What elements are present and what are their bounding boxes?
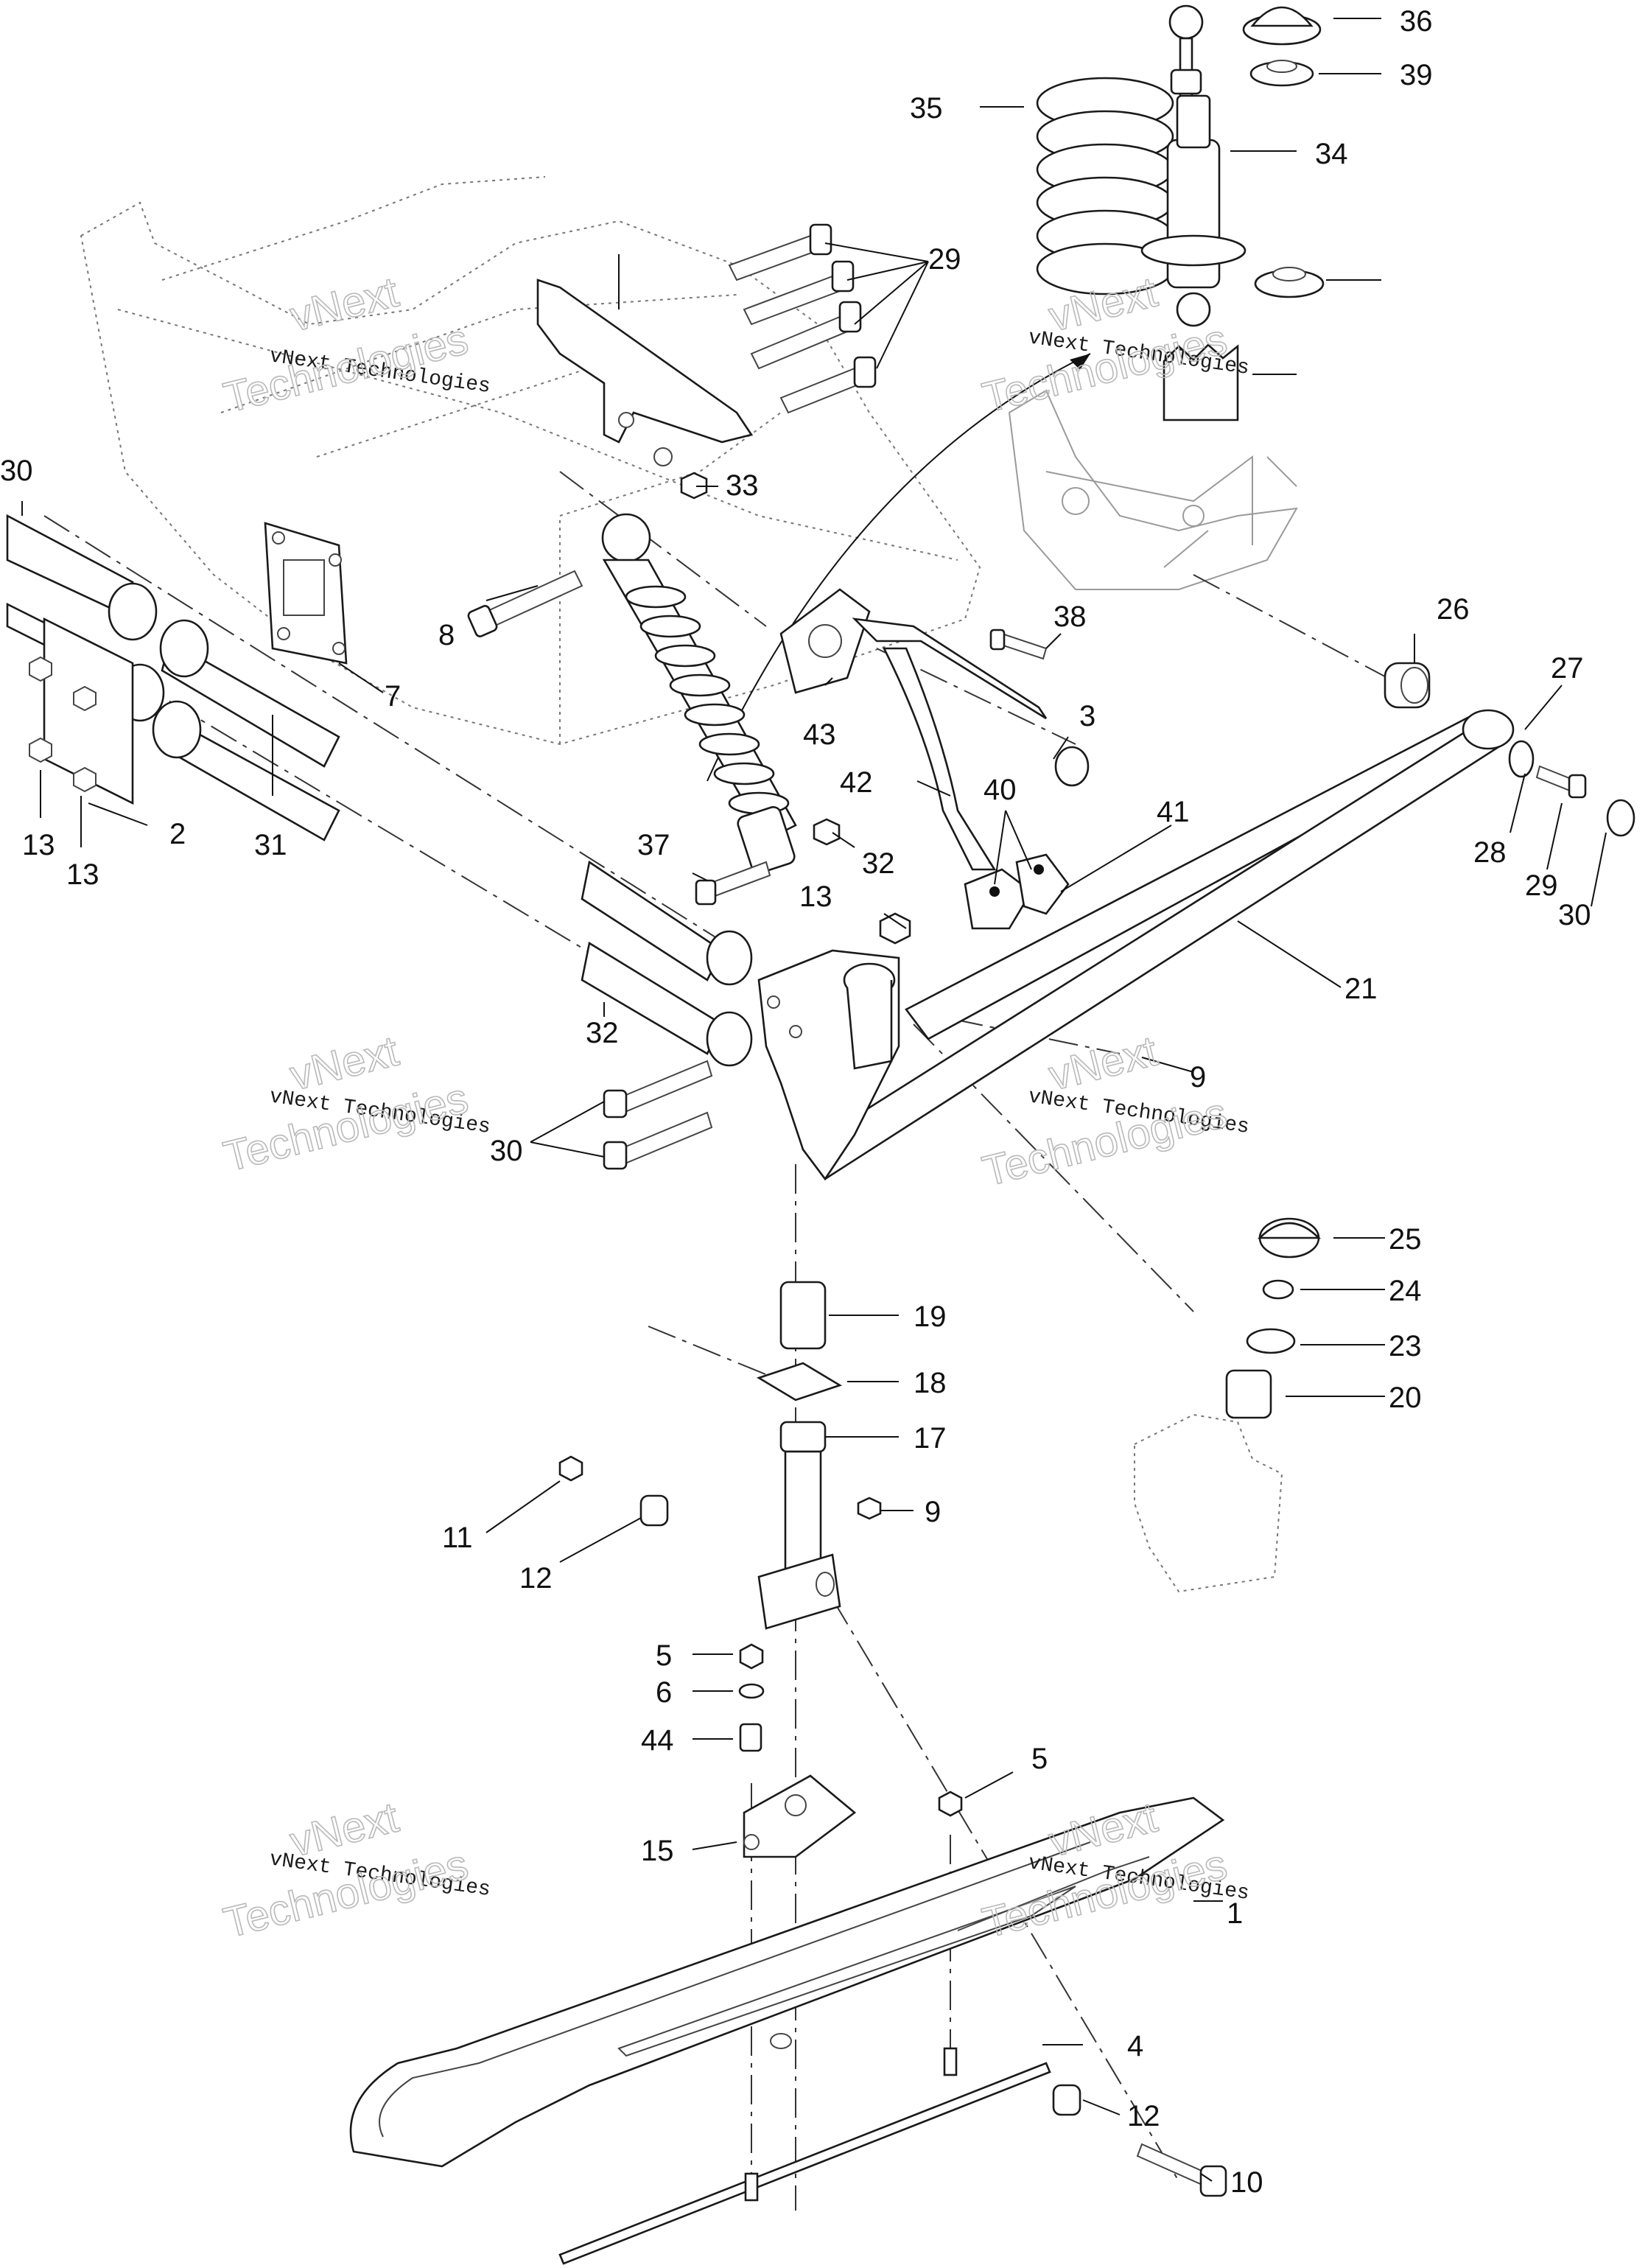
callout-26: 29	[928, 243, 961, 276]
svg-text:vNext: vNext	[285, 1027, 403, 1100]
spring-32	[1036, 77, 1174, 295]
callout-10: 10	[1230, 2166, 1263, 2199]
callout-22: 26	[1437, 593, 1470, 626]
bolt-34	[695, 861, 771, 906]
callout-4: 4	[1127, 2030, 1143, 2062]
callout-19: 23	[1389, 1330, 1422, 1362]
callout-13a: 13	[22, 829, 55, 861]
callout-12a: 12	[519, 1562, 553, 1595]
callout-37: 40	[983, 774, 1017, 806]
callout-15: 17	[914, 1422, 947, 1455]
callout-17b: 20	[1389, 1382, 1422, 1414]
leader-lines	[21, 18, 1607, 2182]
tubes-29	[6, 514, 753, 1067]
bump-33	[1242, 6, 1322, 46]
callout-28: 30	[490, 1135, 523, 1167]
washer-24	[1508, 740, 1535, 778]
callout-39: 42	[840, 766, 873, 799]
ski-1	[349, 1796, 1225, 2168]
callout-12b: 12	[1127, 2100, 1160, 2132]
callout-8: 8	[438, 619, 455, 651]
plate-7	[264, 522, 348, 665]
callout-29b: 31	[254, 829, 287, 861]
bushing-22	[1384, 662, 1431, 709]
bolt-10-bushing-12	[1052, 2084, 1227, 2197]
callout-33: 36	[1400, 5, 1433, 38]
rear-suspension-ghost	[1008, 389, 1298, 590]
svg-text:Technologies: Technologies	[219, 1074, 472, 1181]
callout-23: 27	[1551, 652, 1584, 685]
callout-13b: 13	[66, 858, 99, 891]
bumper-44	[1163, 343, 1239, 421]
callout-6: 6	[656, 1676, 672, 1709]
seat-36	[1249, 60, 1314, 87]
callout-36: 39	[1400, 59, 1433, 91]
callout-2: 2	[169, 818, 186, 850]
callout-41: 44	[641, 1724, 674, 1757]
callout-30b: 32	[862, 847, 895, 880]
callout-labels: 36 39 35 34 29 30 33 8 7 38 26 27 3 43 4…	[0, 5, 1591, 2199]
callout-5a: 5	[656, 1639, 672, 1672]
bolt-11-bushing-12	[558, 1455, 669, 1527]
watermark-1: vNext vNext Technologies Technologies	[219, 267, 492, 423]
bolt-8	[467, 570, 583, 637]
cap-27	[1606, 799, 1635, 837]
callout-11: 11	[442, 1522, 473, 1554]
bracket-43	[536, 279, 754, 466]
callout-13c: 13	[799, 881, 832, 913]
callout-7: 7	[385, 680, 401, 713]
callout-24: 28	[1473, 836, 1507, 869]
callout-9a: 9	[1190, 1061, 1206, 1093]
mount-40	[779, 588, 871, 694]
svg-text:vNext: vNext	[1044, 1027, 1162, 1100]
callout-35: 38	[1053, 601, 1087, 633]
callout-3: 3	[1079, 700, 1095, 732]
callout-29c: 32	[586, 1017, 619, 1049]
bolt-35	[989, 629, 1048, 660]
callout-31: 34	[1315, 138, 1348, 170]
callout-20: 24	[1389, 1275, 1422, 1307]
saddle-14	[743, 1774, 857, 1858]
shock-assembly-left	[601, 513, 797, 875]
callout-32: 35	[910, 92, 943, 125]
callout-30a: 33	[726, 469, 759, 502]
bolt-25	[1535, 765, 1587, 799]
callout-1: 1	[1227, 1897, 1243, 1930]
runner-4	[558, 2047, 1051, 2265]
mount-plate-2	[29, 617, 134, 805]
nuts-13-30	[680, 472, 911, 945]
chassis-frame	[80, 176, 981, 746]
callout-27: 30	[1558, 899, 1591, 931]
seat-42	[1254, 267, 1325, 298]
callout-34: 37	[637, 829, 670, 861]
svg-text:vNext: vNext	[285, 268, 403, 341]
clamps-37	[964, 853, 1070, 930]
bolts-26	[728, 223, 877, 414]
watermark-5: vNext vNext Technologies Technologies	[219, 1793, 492, 1948]
callout-17a: 19	[914, 1301, 947, 1333]
bolts-28	[603, 1060, 713, 1170]
callout-9b: 9	[925, 1496, 941, 1528]
spindle-15-16-17	[756, 1281, 882, 1630]
callout-16: 18	[914, 1367, 947, 1399]
callout-40: 43	[803, 718, 836, 751]
callout-21: 25	[1389, 1223, 1422, 1256]
stack-5-6-41	[738, 1643, 963, 1817]
callout-38: 41	[1157, 796, 1190, 828]
svg-text:Technologies: Technologies	[219, 315, 472, 422]
callout-5b: 5	[1031, 1743, 1048, 1775]
callout-18: 21	[1344, 973, 1378, 1005]
callout-25: 29	[1525, 869, 1558, 902]
cap-3	[1054, 746, 1090, 787]
callout-14: 15	[641, 1835, 674, 1867]
watermark-3: vNext vNext Technologies Technologies	[219, 1026, 492, 1182]
a-arm-18	[757, 709, 1515, 1181]
svg-text:Technologies: Technologies	[219, 1841, 472, 1947]
sway-bar-39	[852, 617, 1048, 871]
shock-31	[1140, 4, 1246, 327]
spindle-parts-right	[1134, 1217, 1322, 1593]
callout-29a: 30	[0, 455, 33, 487]
